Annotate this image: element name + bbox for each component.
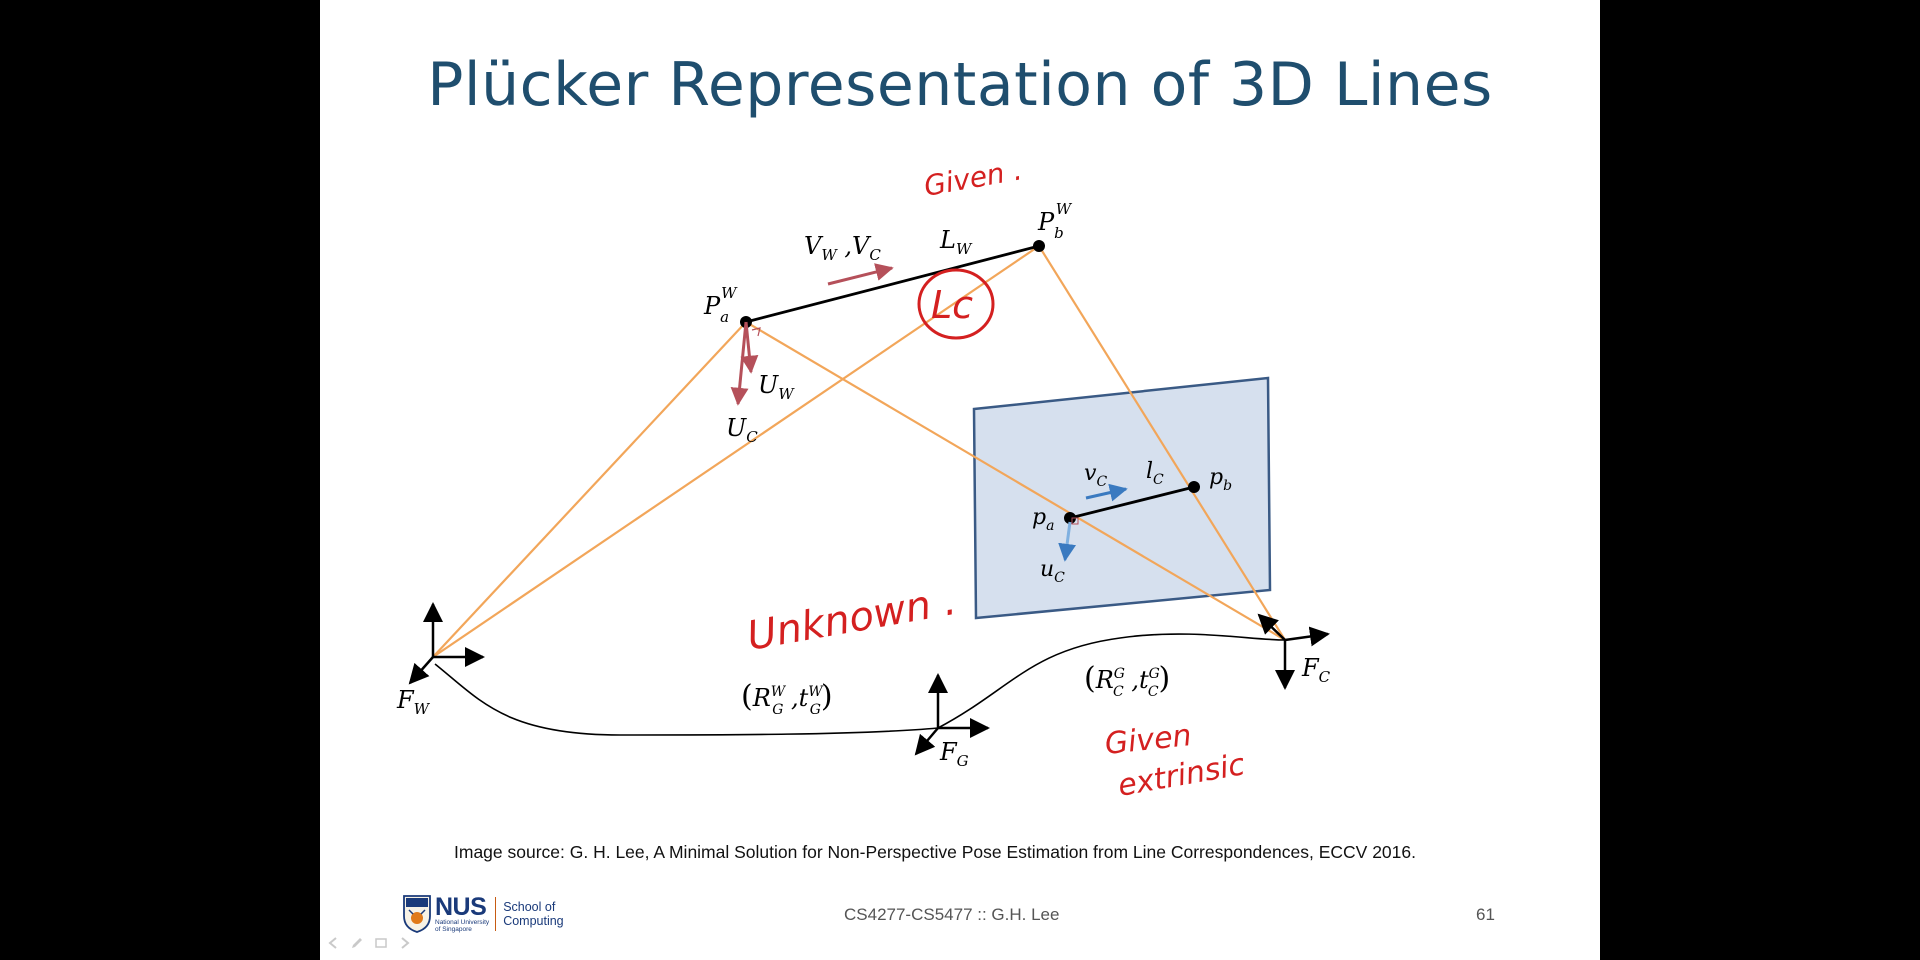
label-vc-small: vC — [1084, 461, 1107, 490]
uw-vector — [740, 321, 759, 374]
point-pb-image — [1188, 481, 1200, 493]
label-lw: LW — [939, 226, 973, 258]
vc-vector — [1085, 483, 1128, 502]
label-uc-small: uC — [1040, 557, 1065, 586]
point-pb-world — [1033, 240, 1045, 252]
frame-generalized — [914, 673, 990, 756]
right-angle-mark — [751, 327, 761, 337]
label-lc-small: lC — [1146, 459, 1164, 488]
slides-menu-icon[interactable] — [374, 936, 388, 950]
footer-course: CS4277-CS5477 :: G.H. Lee — [844, 905, 1060, 924]
label-uw: UW — [758, 371, 795, 403]
next-slide-icon[interactable] — [398, 936, 412, 950]
annotation-given-top: Given . — [921, 153, 1024, 203]
label-fg: FG — [939, 738, 969, 770]
annotation-given-ext-1: Given — [1103, 718, 1193, 762]
image-right-angle — [1071, 517, 1079, 525]
transform-curve — [434, 633, 1286, 736]
page-number: 61 — [1476, 905, 1495, 924]
uc-image-vector — [1058, 521, 1077, 562]
label-fc: FC — [1301, 654, 1331, 686]
label-pa-world: PaW — [703, 284, 738, 326]
annotation-unknown: Unknown . — [744, 578, 960, 660]
plucker-diagram: PaW PbW VW ,VC LW UW UC vC lC pb pa uC F… — [396, 153, 1331, 804]
uc-vector — [730, 321, 749, 406]
slide-title: Plücker Representation of 3D Lines — [427, 50, 1493, 120]
label-pa-small: pa — [1032, 505, 1054, 534]
annotation-lc: Lc — [931, 283, 973, 327]
nus-logo: NUS National University of Singapore Sch… — [402, 892, 564, 936]
nus-crest-icon — [403, 895, 431, 933]
pen-icon[interactable] — [350, 936, 364, 950]
frame-world — [408, 602, 485, 685]
image-plane — [972, 376, 1272, 620]
vw-vector — [827, 263, 894, 286]
frame-camera — [1257, 613, 1330, 690]
nus-name: NUS — [435, 893, 487, 921]
world-line — [745, 244, 1040, 324]
slide: Plücker Representation of 3D Lines — [320, 0, 1600, 960]
label-pb-small: pb — [1209, 465, 1232, 494]
slide-show-controls — [326, 936, 412, 950]
annotation-lc-circle — [917, 268, 995, 340]
image-source-caption: Image source: G. H. Lee, A Minimal Solut… — [454, 842, 1416, 862]
nus-wordmark: NUS National University of Singapore — [435, 893, 490, 934]
nus-tagline-2: of Singapore — [435, 926, 472, 933]
previous-slide-icon[interactable] — [326, 936, 340, 950]
school-of-computing: School of Computing — [503, 900, 564, 928]
point-pa-image — [1064, 512, 1076, 524]
logo-divider — [495, 897, 497, 931]
projection-rays — [432, 245, 1286, 658]
nus-tagline-1: National University — [435, 919, 490, 926]
label-uc: UC — [726, 414, 758, 446]
label-pb-world: PbW — [1037, 200, 1073, 242]
label-vw-vc: VW ,VC — [804, 232, 881, 264]
image-line — [1069, 485, 1195, 520]
label-fw: FW — [396, 686, 431, 718]
